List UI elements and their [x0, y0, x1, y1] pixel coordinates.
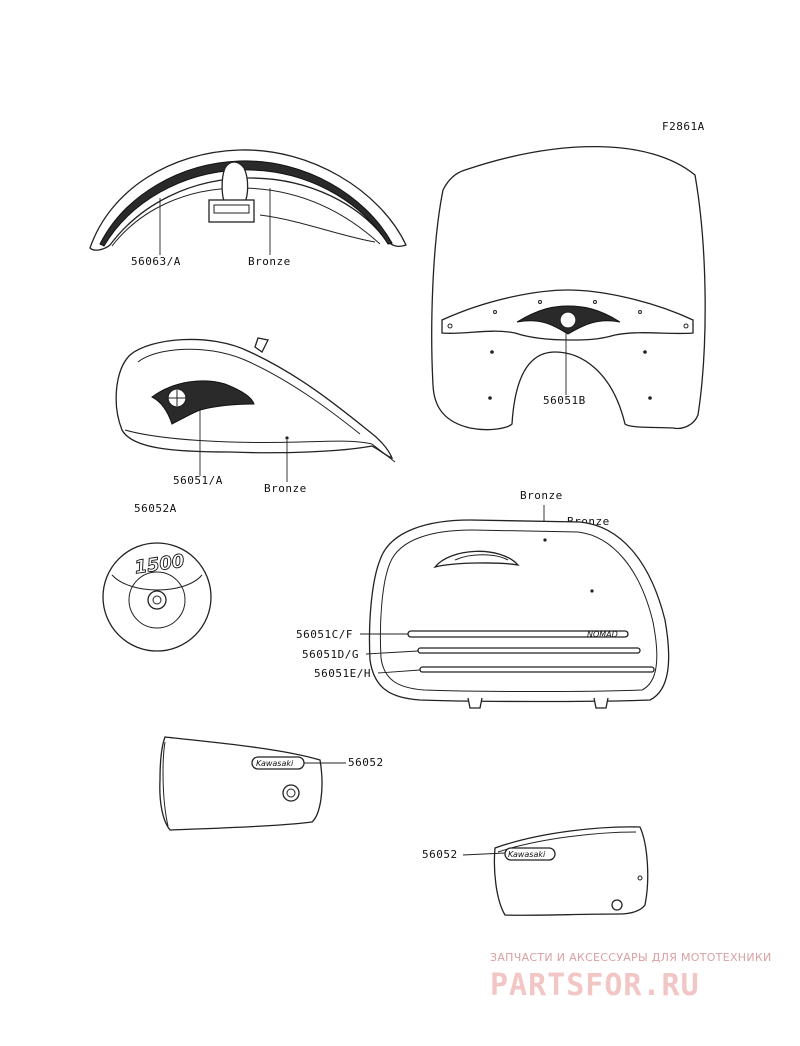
front-fender	[89, 149, 407, 251]
emblem-part-label: 56052A	[134, 502, 177, 515]
fuel-tank-color-label: Bronze	[264, 482, 307, 495]
watermark-brand: PARTSFOR.RU	[490, 968, 700, 1003]
emblem-1500: 1500	[102, 542, 212, 652]
saddlebag-stripe-label-3: 56051E/H	[314, 667, 371, 680]
right-cover-part-label: 56052	[422, 848, 458, 861]
windshield-part-label: 56051B	[543, 394, 586, 407]
watermark-tagline: ЗАПЧАСТИ И АКСЕССУАРЫ ДЛЯ МОТОТЕХНИКИ	[490, 951, 772, 964]
left-cover-part-label: 56052	[348, 756, 384, 769]
fuel-tank-part-label: 56051/A	[173, 474, 223, 487]
front-fender-color-label: Bronze	[248, 255, 291, 268]
fuel-tank	[115, 337, 396, 463]
watermark: ЗАПЧАСТИ И АКСЕССУАРЫ ДЛЯ МОТОТЕХНИКИ PA…	[490, 951, 772, 1003]
leader-right-cover	[462, 852, 506, 856]
right-side-cover: Kawasaki	[493, 826, 649, 916]
front-fender-part-label: 56063/A	[131, 255, 181, 268]
leader-stripe-3	[377, 669, 421, 674]
saddlebag-badge: NOMAD	[587, 630, 618, 639]
right-cover-badge: Kawasaki	[508, 850, 546, 859]
left-cover-badge: Kawasaki	[256, 759, 294, 768]
windshield	[431, 145, 706, 431]
left-side-cover: Kawasaki	[159, 736, 323, 831]
saddlebag-stripe-label-2: 56051D/G	[302, 648, 359, 661]
saddlebag: NOMAD	[368, 519, 670, 709]
saddlebag-stripe-label-1: 56051C/F	[296, 628, 353, 641]
figure-id: F2861A	[662, 120, 705, 133]
saddlebag-color-label-1: Bronze	[520, 489, 563, 502]
leader-stripe-2	[365, 650, 419, 655]
